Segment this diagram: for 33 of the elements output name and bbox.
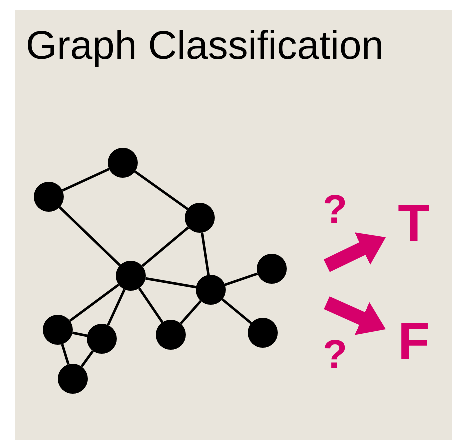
graph-vertex	[58, 364, 88, 394]
graph-edge	[222, 298, 252, 324]
arrow	[324, 232, 386, 272]
graph-edge	[62, 168, 110, 192]
graph-edge	[107, 289, 126, 326]
graph-edge	[72, 332, 88, 338]
graph-vertex	[196, 275, 226, 305]
title: Graph Classification	[26, 23, 384, 70]
graph-vertex	[156, 320, 186, 350]
graph-edge	[80, 350, 94, 368]
graph-edge	[146, 277, 196, 289]
graph-edge	[58, 206, 122, 266]
graph-vertex	[116, 261, 146, 291]
graph-vertex	[108, 148, 138, 178]
question-mark: ?	[323, 190, 348, 230]
graph-vertex	[185, 203, 215, 233]
graph-vertex	[87, 324, 117, 354]
graph-vertex	[257, 254, 287, 284]
arrow	[324, 296, 386, 336]
graph-edge	[134, 170, 189, 210]
graph-edge	[142, 226, 190, 268]
graph-edge	[61, 344, 70, 366]
question-mark: ?	[323, 335, 348, 375]
class-letter: T	[398, 198, 430, 250]
graph-vertex	[43, 315, 73, 345]
graph-edge	[224, 272, 258, 286]
class-letter: F	[398, 316, 430, 368]
graph-edge	[180, 300, 202, 325]
graph-vertex	[34, 182, 64, 212]
graph-edge	[138, 288, 164, 324]
graph-vertex	[248, 318, 278, 348]
graph-edge	[69, 284, 120, 322]
graph-edge	[201, 232, 210, 276]
